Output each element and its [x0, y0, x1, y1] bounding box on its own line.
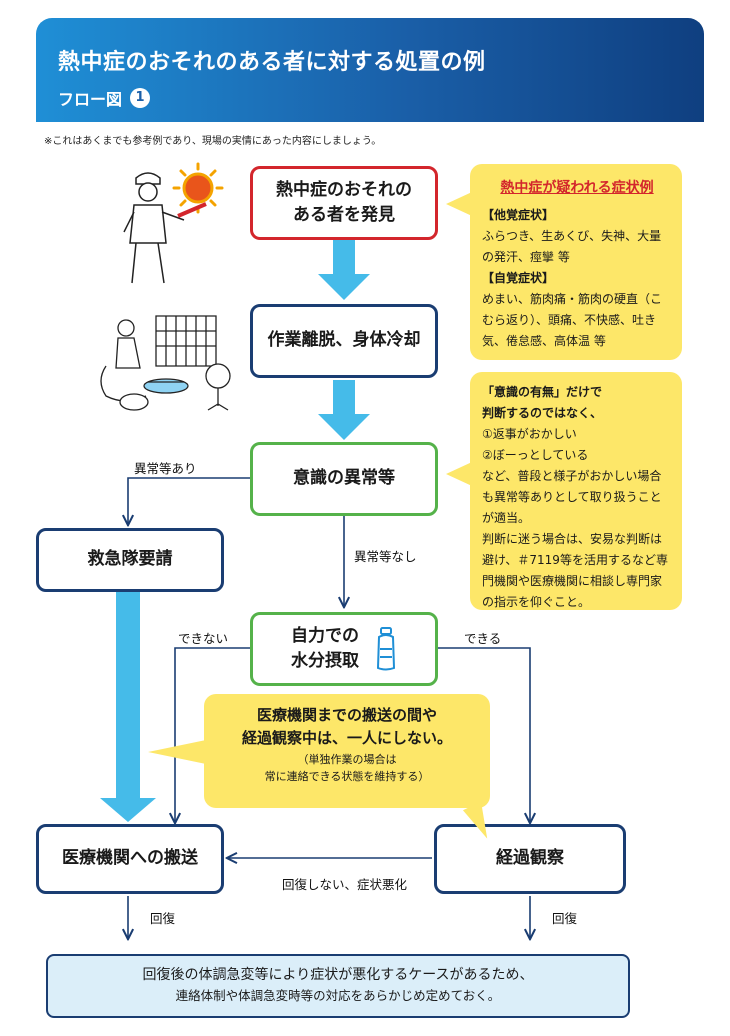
box-transport: 医療機関への搬送 — [36, 824, 224, 894]
judgement-bubble: 「意識の有無」だけで 判断するのではなく、 ①返事がおかしい ②ぼーっとしている… — [470, 372, 682, 610]
box-water: 自力での 水分摂取 — [250, 612, 438, 686]
page-subtitle: フロー図 1 — [58, 86, 151, 110]
judgement-heading-2: 判断するのではなく、 — [482, 406, 603, 420]
box-cooling: 作業離脱、身体冷却 — [250, 304, 438, 378]
box-discover-line1: 熱中症のおそれの — [276, 179, 412, 200]
water-bottle-icon — [376, 627, 396, 671]
label-can: できる — [464, 631, 502, 646]
page-header: 熱中症のおそれのある者に対する処置の例 フロー図 1 — [36, 18, 704, 122]
blue-arrow-cooling-to-consciousness — [318, 380, 370, 440]
objective-symptoms-text: ふらつき、生あくび、失神、大量の発汗、痙攣 等 — [482, 228, 662, 264]
subjective-symptoms-text: めまい、筋肉痛・筋肉の硬直（こむら返り）、頭痛、不快感、吐き気、倦怠感、高体温 … — [482, 291, 663, 348]
judgement-bubble-tail — [446, 462, 472, 486]
supervision-line-4: 常に連絡できる状態を維持する） — [264, 770, 430, 784]
supervision-bubble: 医療機関までの搬送の間や 経過観察中は、一人にしない。 （単独作業の場合は 常に… — [204, 694, 490, 808]
judgement-heading-1: 「意識の有無」だけで — [482, 385, 603, 399]
reference-note: ※これはあくまでも参考例であり、現場の実情にあった内容にしましょう。 — [44, 136, 382, 147]
box-water-line2: 水分摂取 — [291, 651, 359, 671]
followup-box: 回復後の体調急変等により症状が悪化するケースがあるため、 連絡体制や体調急変時等… — [46, 954, 630, 1018]
objective-symptoms-heading: 【他覚症状】 — [482, 207, 555, 222]
page-title: 熱中症のおそれのある者に対する処置の例 — [58, 50, 486, 75]
judgement-body-1: など、普段と様子がおかしい場合も異常等ありとして取り扱うことが適当。 — [482, 469, 662, 525]
box-discover: 熱中症のおそれの ある者を発見 — [250, 166, 438, 240]
box-ambulance: 救急隊要請 — [36, 528, 224, 592]
symptom-bubble: 熱中症が疑われる症状例 【他覚症状】 ふらつき、生あくび、失神、大量の発汗、痙攣… — [470, 164, 682, 360]
blue-arrow-ambulance-to-transport — [100, 592, 156, 822]
label-no-recovery: 回復しない、症状悪化 — [282, 877, 408, 892]
worker-figure — [123, 172, 207, 284]
supervision-line-3: （単独作業の場合は — [297, 752, 397, 766]
label-abnormal-no: 異常等なし — [354, 549, 417, 564]
label-recovery-left: 回復 — [150, 911, 176, 926]
blue-arrow-discover-to-cooling — [318, 240, 370, 300]
line-can — [436, 647, 530, 822]
box-water-line1: 自力での — [291, 625, 359, 646]
symptom-heading: 熱中症が疑われる症状例 — [500, 180, 654, 196]
label-recovery-right: 回復 — [552, 911, 578, 926]
cooling-scene-illustration — [100, 315, 231, 411]
judgement-item-2: ②ぼーっとしている — [482, 448, 589, 462]
figure-number-badge: 1 — [130, 88, 151, 108]
line-cannot — [175, 647, 252, 822]
subtitle-text: フロー図 — [58, 90, 123, 109]
supervision-line-2: 経過観察中は、一人にしない。 — [241, 729, 452, 748]
line-abnormal-yes — [128, 477, 252, 524]
supervision-bubble-tail-left — [148, 740, 206, 764]
box-observe: 経過観察 — [434, 824, 626, 894]
followup-line-1: 回復後の体調急変等により症状が悪化するケースがあるため、 — [142, 967, 534, 983]
supervision-line-1: 医療機関までの搬送の間や — [256, 706, 437, 724]
box-consciousness: 意識の異常等 — [250, 442, 438, 516]
followup-line-2: 連絡体制や体調急変時等の対応をあらかじめ定めておく。 — [175, 988, 501, 1004]
symptom-bubble-tail — [446, 192, 472, 216]
label-abnormal-yes: 異常等あり — [134, 461, 197, 476]
judgement-body-2: 判断に迷う場合は、安易な判断は避け、＃7119等を活用するなど専門機関や医療機関… — [482, 532, 668, 609]
box-discover-line2: ある者を発見 — [293, 205, 395, 225]
label-cannot: できない — [178, 631, 229, 646]
sun-icon — [172, 162, 224, 214]
worker-heat-illustration — [123, 162, 224, 284]
subjective-symptoms-heading: 【自覚症状】 — [482, 270, 555, 285]
judgement-item-1: ①返事がおかしい — [482, 427, 577, 441]
